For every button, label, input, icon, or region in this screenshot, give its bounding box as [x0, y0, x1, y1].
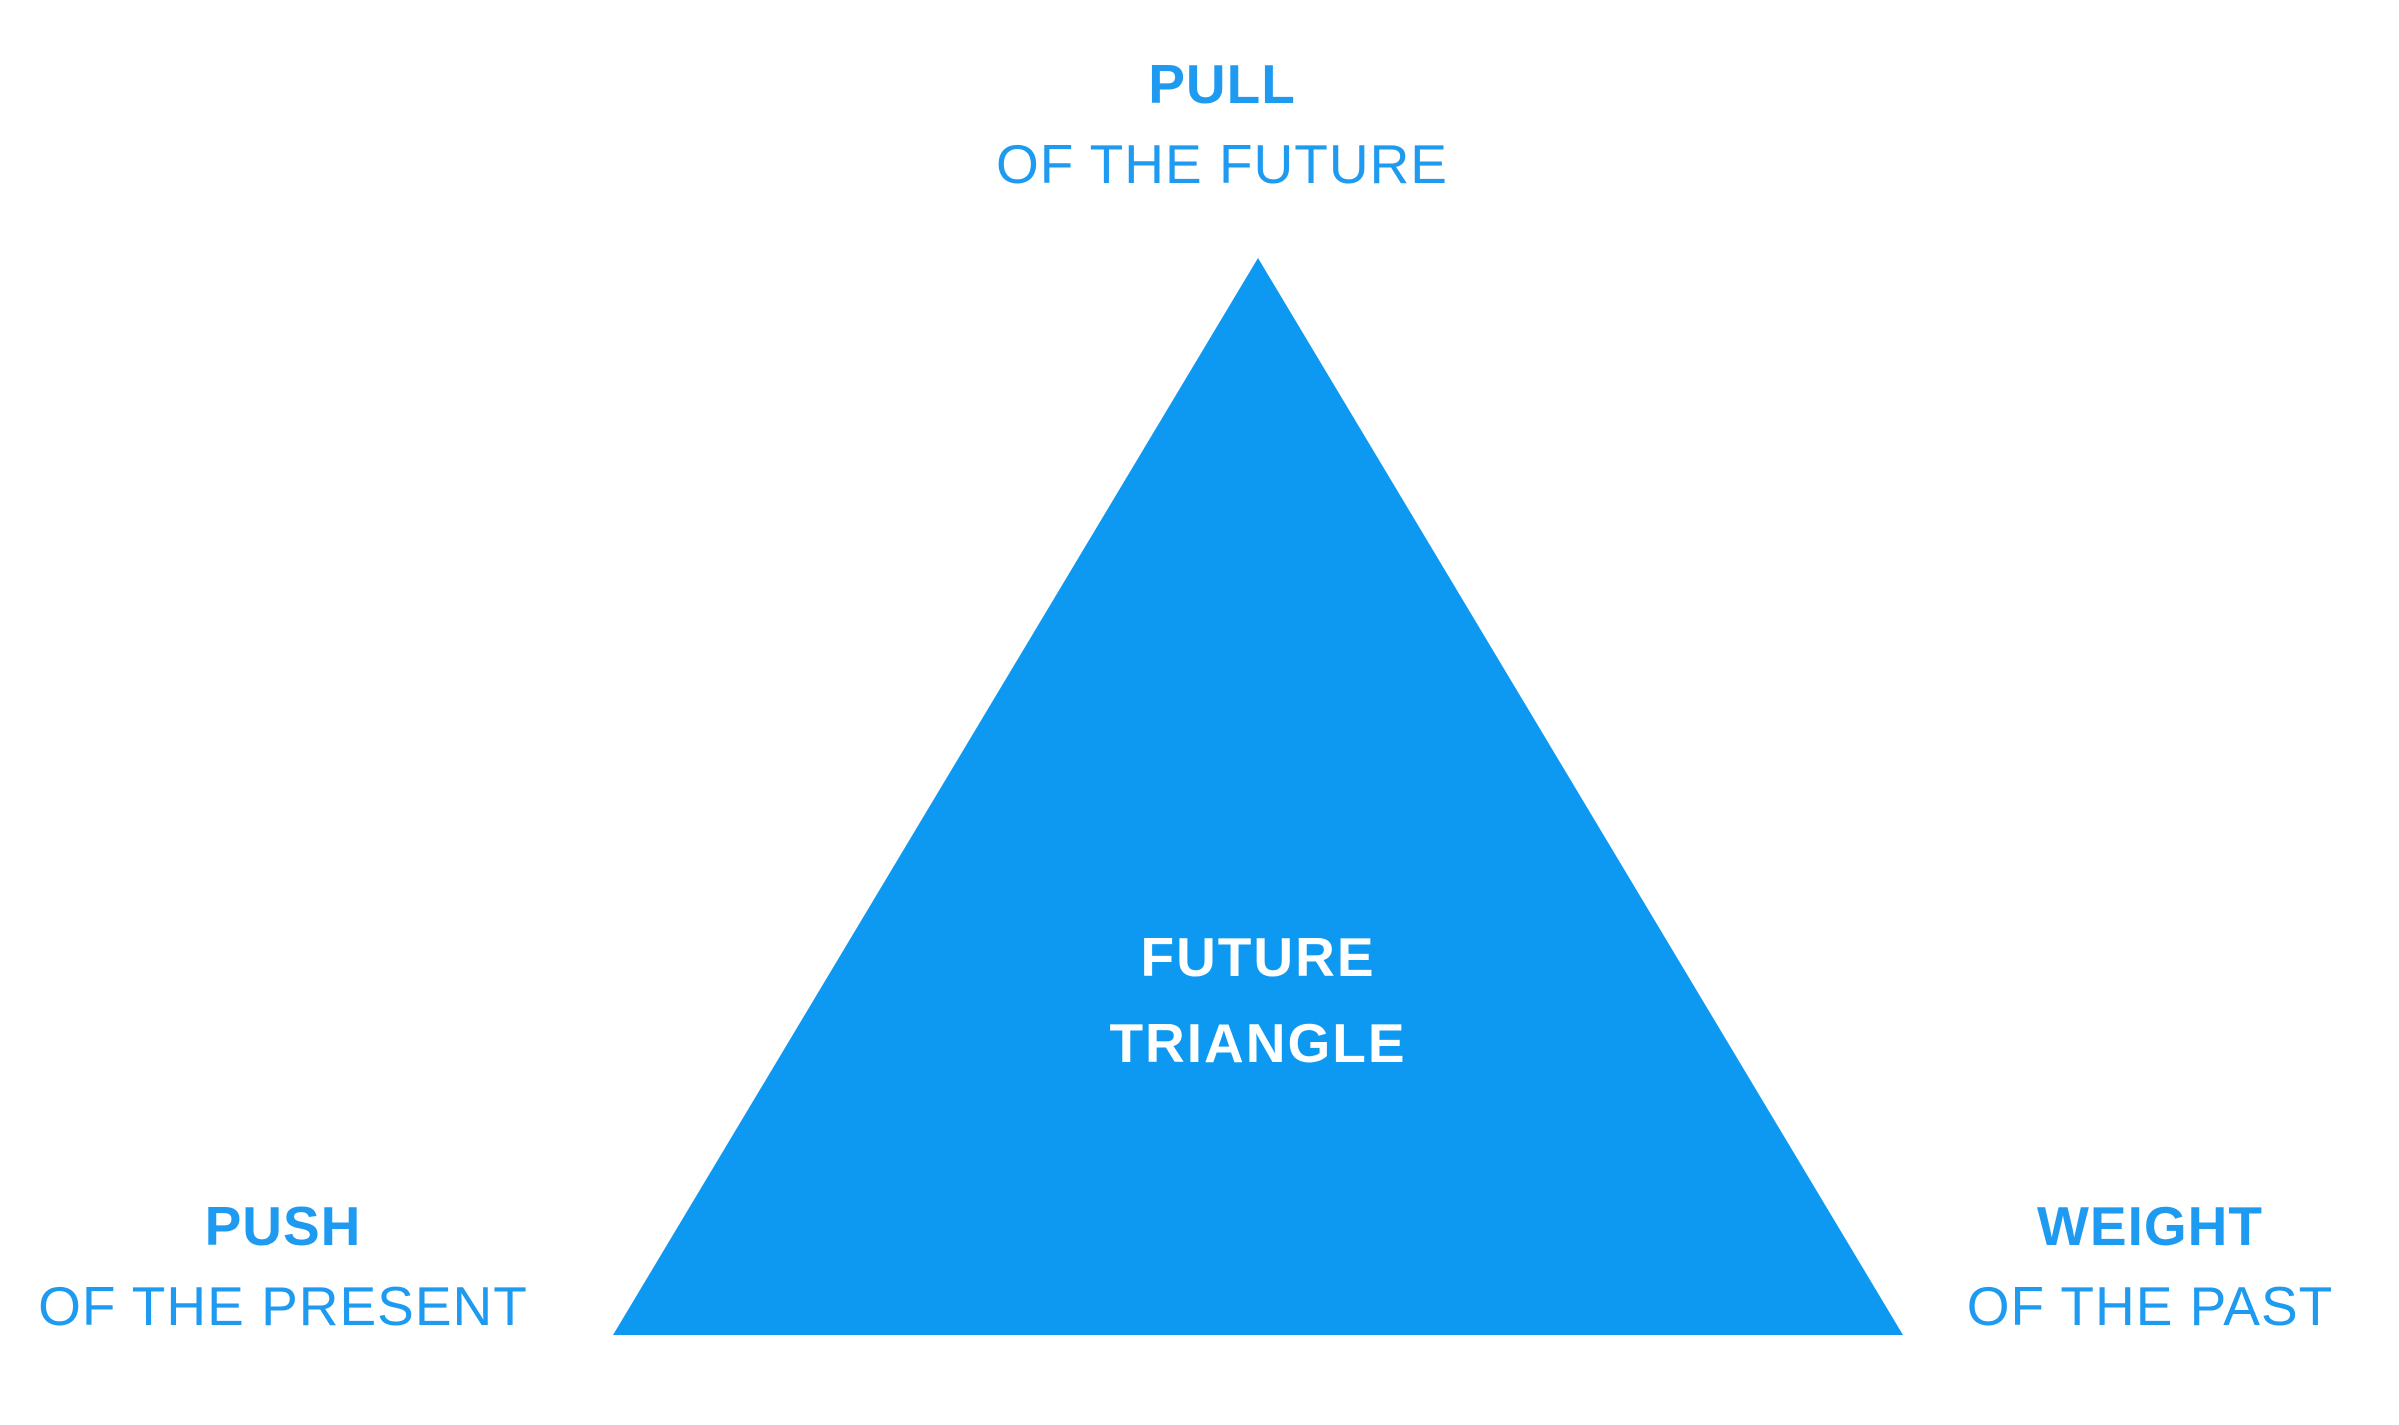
label-push-subtitle: OF THE PRESENT	[38, 1275, 528, 1337]
label-weight-of-the-past: WEIGHT OF THE PAST	[1967, 1186, 2334, 1346]
label-weight-subtitle: OF THE PAST	[1966, 1275, 2334, 1337]
center-text-line1: FUTURE	[1140, 926, 1376, 988]
triangle-shape	[613, 258, 1903, 1335]
center-text-line2: TRIANGLE	[1109, 1012, 1407, 1074]
label-push-of-the-present: PUSH OF THE PRESENT	[38, 1186, 528, 1346]
label-pull-of-the-future: PULL OF THE FUTURE	[996, 44, 1448, 204]
label-push-title: PUSH	[204, 1195, 362, 1257]
label-weight-title: WEIGHT	[2037, 1195, 2263, 1257]
label-pull-subtitle: OF THE FUTURE	[996, 133, 1448, 195]
triangle-center-text: FUTURE TRIANGLE	[1109, 914, 1406, 1086]
label-pull-title: PULL	[1148, 53, 1296, 115]
